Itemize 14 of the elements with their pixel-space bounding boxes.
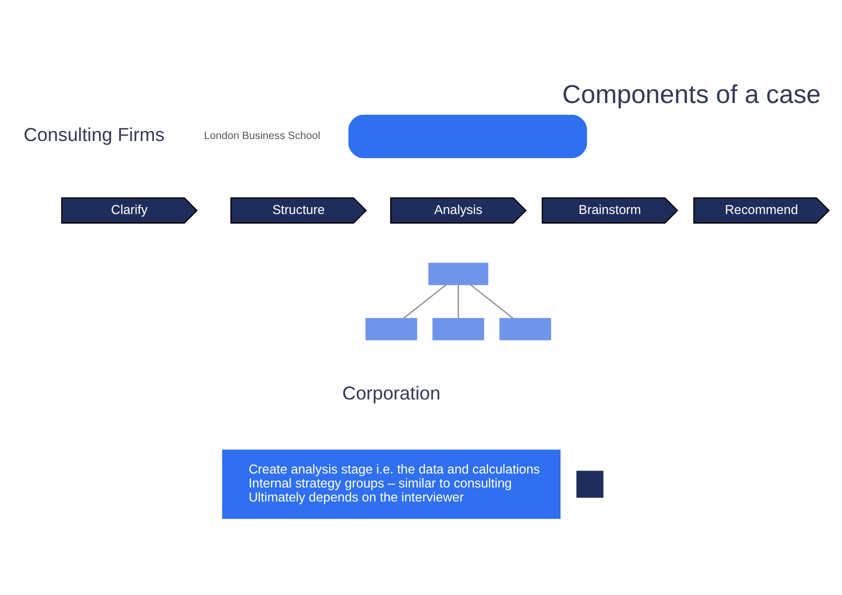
node-box	[576, 470, 604, 498]
node-text: Consulting Firms	[24, 123, 165, 144]
node-box	[365, 317, 418, 340]
node-box	[499, 317, 552, 340]
node-box: Create analysis stage i.e. the data and calculations Internal strategy groups – similar to consulting Ultimately depends on the interviewer	[222, 449, 561, 518]
connector	[458, 284, 459, 318]
label: London Business School	[204, 130, 320, 142]
diagram-title: Components of a case	[562, 80, 821, 109]
node-box	[348, 114, 587, 158]
node-text: Corporation	[342, 382, 440, 403]
node-box	[432, 317, 484, 340]
node-box	[428, 262, 488, 285]
connector	[470, 284, 514, 318]
connector	[403, 284, 447, 318]
